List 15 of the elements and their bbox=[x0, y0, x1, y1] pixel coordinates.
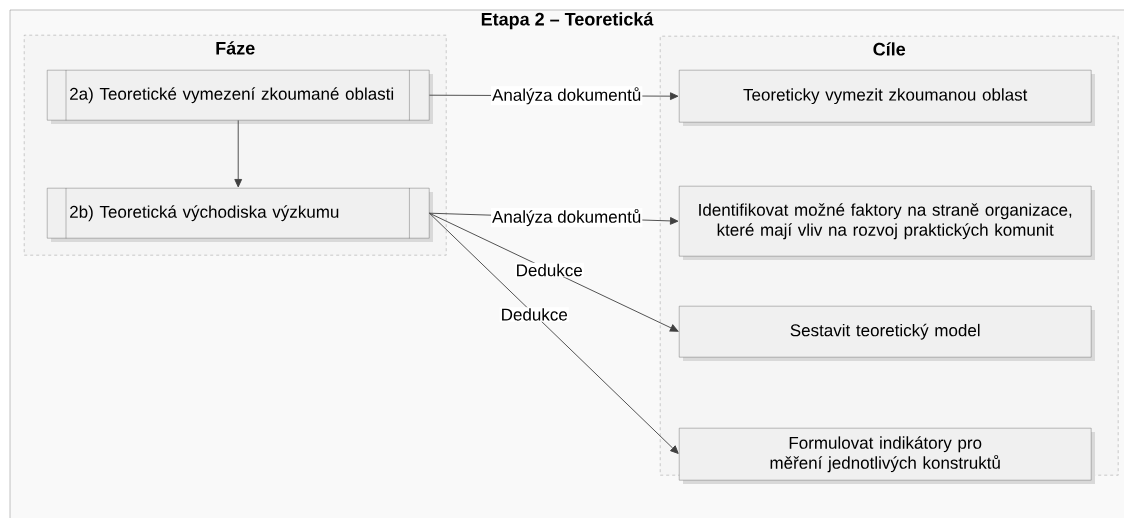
process-box: 2b) Teoretická východiska výzkumu bbox=[47, 187, 433, 242]
arrow bbox=[428, 212, 679, 332]
goal-box: Identifikovat možné faktory na straně organizace, které mají vliv na rozvoj praktických komunit bbox=[679, 186, 1095, 260]
edge-label: Analýza dokumentů bbox=[491, 86, 643, 106]
edge-label: Dedukce bbox=[499, 307, 569, 322]
arrow bbox=[428, 212, 679, 454]
edge-label: Analýza dokumentů bbox=[491, 208, 643, 228]
title: Etapa 2 – Teoretická bbox=[481, 12, 654, 30]
goal-box: Formulovat indikátory pro měření jednotlivých konstruktů bbox=[679, 428, 1095, 484]
goal-box: Teoreticky vymezit zkoumanou oblast bbox=[679, 70, 1095, 126]
goal-box: Sestavit teoretický model bbox=[679, 306, 1095, 361]
group-heading: Fáze bbox=[216, 41, 255, 55]
group-heading: Cíle bbox=[873, 42, 906, 56]
process-box: 2a) Teoretické vymezení zkoumané oblasti bbox=[47, 69, 433, 124]
arrow bbox=[234, 119, 243, 188]
